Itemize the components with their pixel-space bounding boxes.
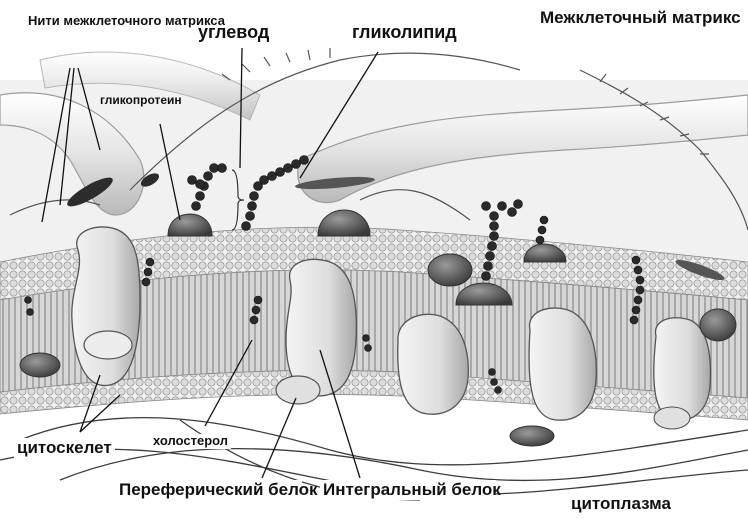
label-extracellular-matrix: Межклеточный матрикс [540, 8, 710, 28]
label-carbohydrate-text: углевод [198, 22, 269, 42]
label-glycolipid-text: гликолипид [352, 22, 457, 42]
label-cholesterol-text: холостерол [153, 433, 228, 448]
label-glycoprotein-text: гликопротеин [100, 93, 182, 107]
label-glycoprotein: гликопротеин [100, 94, 182, 108]
label-glycolipid: гликолипид [352, 22, 457, 43]
label-matrix-fibers-text: Нити межклеточного матрикса [28, 13, 225, 28]
label-cholesterol: холостерол [150, 434, 231, 449]
label-peripheral-protein-text: Переферический белок [119, 480, 318, 499]
label-cytoplasm: цитоплазма [568, 494, 674, 514]
label-carbohydrate: углевод [198, 22, 269, 43]
label-integral-protein-text: Интегральный белок [323, 480, 501, 499]
label-extracellular-matrix-text: Межклеточный матрикс [540, 8, 741, 27]
label-cytoskeleton: цитоскелет [14, 438, 115, 458]
label-cytoskeleton-text: цитоскелет [17, 438, 112, 457]
label-matrix-fibers: Нити межклеточного матрикса [28, 14, 138, 29]
label-peripheral-protein: Переферический белок [116, 480, 302, 500]
label-cytoplasm-text: цитоплазма [571, 494, 671, 513]
label-integral-protein: Интегральный белок [320, 480, 496, 500]
